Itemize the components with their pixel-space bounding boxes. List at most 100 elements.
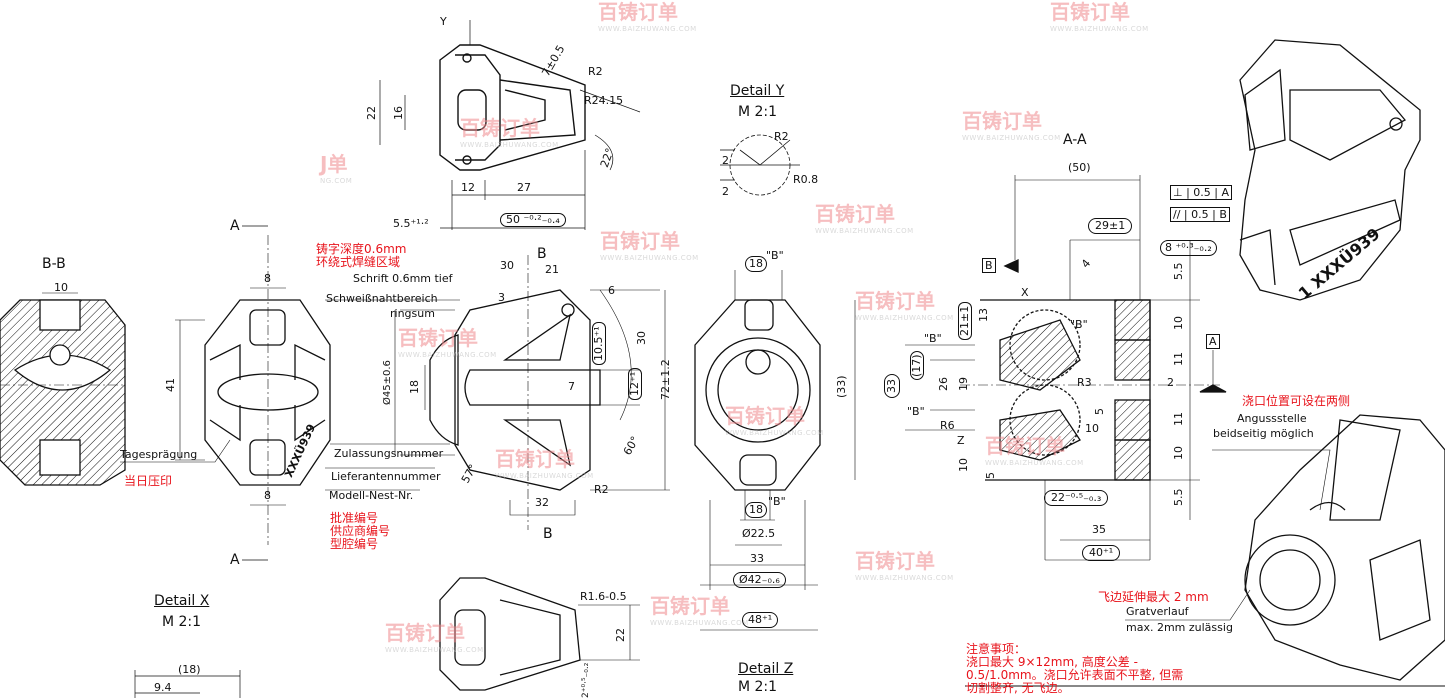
- label-date-stamp-cn: 当日压印: [124, 474, 173, 488]
- dim-r24: R24.15: [584, 94, 624, 107]
- datum-b: B: [982, 258, 996, 273]
- detail-y-scale: M 2:1: [738, 104, 778, 120]
- dim-22: 22⁻⁰·⁵₋₀.₃: [1044, 490, 1109, 506]
- dim-2: 2: [722, 154, 729, 167]
- dim-33: 33: [884, 374, 900, 398]
- label-zulassungsnummer: Zulassungsnummer: [334, 447, 444, 460]
- dim-13: 13: [977, 308, 990, 322]
- dim-d22-5: Ø22.5: [742, 527, 776, 540]
- parallel-symbol: //: [1173, 208, 1181, 221]
- center-view-part: [694, 270, 856, 631]
- dim-r3: R3: [1077, 376, 1092, 389]
- section-bb-title: B-B: [42, 256, 66, 272]
- detail-x-title: Detail X: [154, 593, 210, 609]
- front-view-part: [120, 225, 331, 561]
- tolerance-parallel: // | 0.5 | B: [1170, 207, 1230, 222]
- detail-z-scale: M 2:1: [738, 679, 778, 695]
- note-title: 注意事项：: [966, 642, 1027, 656]
- detail-marker-z: Z: [957, 434, 965, 447]
- view-label-y: Y: [440, 15, 447, 28]
- section-aa-title: A-A: [1063, 132, 1087, 148]
- datum-ref: A: [1221, 186, 1230, 199]
- dim-48: 48⁺¹: [742, 612, 779, 628]
- detail-x-scale: M 2:1: [162, 614, 202, 630]
- label-lieferantennummer: Lieferantennummer: [331, 470, 441, 483]
- note-line-2: 0.5/1.0mm。浇口允许表面不平整, 但需: [966, 668, 1184, 682]
- dim-d42: Ø42₋₀.₆: [733, 572, 786, 588]
- datum-a: A: [1206, 334, 1220, 349]
- dim-r2: R2: [588, 65, 603, 78]
- note-flash-de-2: max. 2mm zulässig: [1126, 621, 1233, 634]
- dim-10: 10: [1172, 446, 1185, 460]
- note-gate-de-1: Angussstelle: [1237, 412, 1307, 425]
- dim-21: 21: [545, 263, 559, 276]
- dim-30: 30: [635, 331, 648, 345]
- label-cn-approval: 批准编号: [330, 511, 379, 525]
- note-flash-cn: 飞边延伸最大 2 mm: [1098, 590, 1209, 604]
- dim-2: 2: [1167, 376, 1174, 389]
- dim-2: 2: [722, 185, 729, 198]
- label-schrift: Schrift 0.6mm tief: [353, 272, 453, 285]
- dim-10: 10: [1172, 316, 1185, 330]
- top-view-part: [439, 44, 586, 171]
- section-bb: [0, 292, 126, 486]
- detail-y-geometry: [720, 134, 800, 196]
- dim-8: 8: [264, 272, 271, 285]
- dim-11: 11: [1172, 352, 1185, 366]
- ref-b: "B": [1070, 318, 1088, 331]
- dim-18-ref: (18): [178, 663, 201, 676]
- note-line-3: 切割整齐, 无飞边。: [966, 681, 1070, 695]
- dim-19: 19: [957, 377, 970, 391]
- section-marker-a: A: [230, 552, 240, 568]
- dim-5: 5: [1093, 408, 1106, 415]
- dim-41: 41: [164, 378, 177, 392]
- section-marker-b: B: [543, 526, 553, 542]
- dim-5-5: 5.5: [1172, 262, 1185, 281]
- section-aa: [905, 175, 1227, 561]
- dim-16: 16: [392, 106, 405, 120]
- dim-33: 33: [750, 552, 764, 565]
- dim-35: 35: [1092, 523, 1106, 536]
- dim-12: 12: [461, 181, 475, 194]
- dim-3: 3: [498, 291, 505, 304]
- dim-12: 12⁺¹: [628, 367, 642, 400]
- datum-ref: B: [1219, 208, 1227, 221]
- label-cn-supplier: 供应商编号: [330, 524, 391, 538]
- dim-8: 8 ⁺⁰·³₋₀.₂: [1160, 240, 1217, 256]
- dim-29: 29±1: [1088, 218, 1133, 234]
- dim-d45: Ø45±0.6: [382, 360, 393, 405]
- dim-18-bottom: 18: [745, 502, 767, 518]
- dim-6: 6: [608, 284, 615, 297]
- dim-r2: R2: [774, 130, 789, 143]
- dim-32: 32: [535, 496, 549, 509]
- dim-5-5: 5.5⁺¹·²: [393, 217, 429, 230]
- tolerance-value: 0.5: [1191, 208, 1209, 221]
- note-gate-cn: 浇口位置可设在两侧: [1242, 394, 1351, 408]
- dim-r1-6: R1.6-0.5: [580, 590, 627, 603]
- detail-x-geometry: [134, 670, 241, 698]
- note-cn-depth: 铸字深度0.6mm: [316, 242, 407, 256]
- dim-18: 18: [408, 380, 421, 394]
- section-marker-a: A: [230, 218, 240, 234]
- ref-b: "B": [924, 332, 942, 345]
- perpendicular-symbol: ⊥: [1173, 186, 1183, 199]
- dim-40: 40⁺¹: [1082, 545, 1121, 561]
- label-tagespraegung: Tagesprägung: [120, 448, 198, 461]
- dim-18-top: 18: [745, 256, 767, 272]
- dim-2: 2⁺⁰·⁵₋₀.₂: [581, 662, 591, 698]
- dim-10: 10: [1085, 422, 1099, 435]
